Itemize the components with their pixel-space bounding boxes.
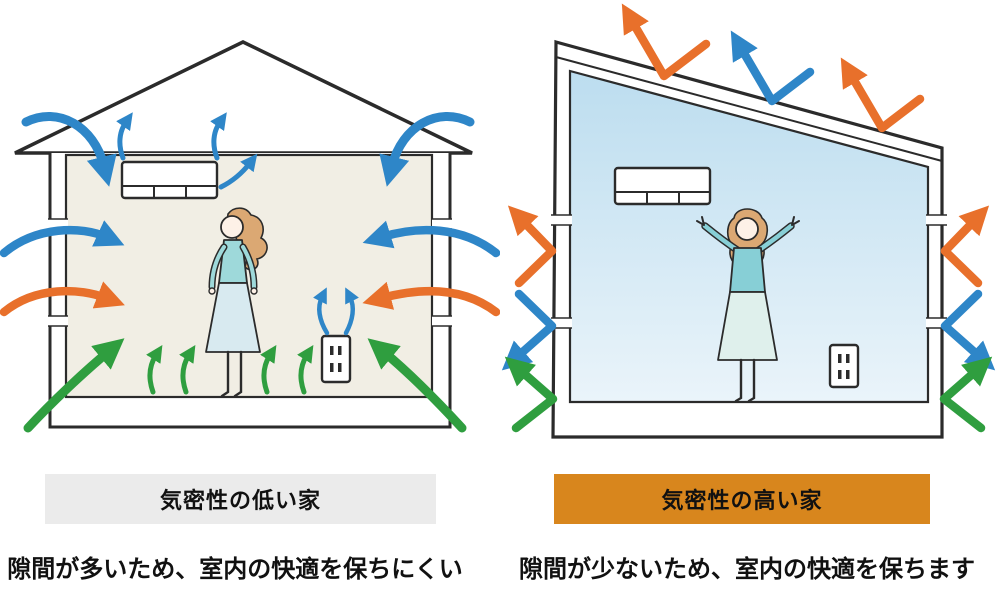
bounce-arrow-green-wall-left: [504, 356, 558, 433]
leak-arrow-blue-ac: [218, 153, 258, 190]
bounce-arrow-blue-roof: [730, 30, 815, 106]
high-airtightness-label: 気密性の高い家: [554, 474, 930, 524]
woman-figure: [205, 207, 268, 398]
leak-arrow-blue-outlet-1: [313, 287, 330, 336]
draft-arrow-orange-wall-left: [0, 281, 125, 317]
draft-arrow-blue-eave-right: [379, 112, 475, 187]
leak-arrow-blue-ceiling-1: [116, 112, 133, 161]
roof-inner-line: [555, 56, 943, 162]
power-outlet: [828, 343, 860, 389]
draft-arrow-blue-wall-left: [0, 220, 125, 258]
bounce-arrow-blue-wall-left: [501, 289, 557, 371]
draft-arrow-blue-eave-left: [21, 112, 117, 187]
bounce-arrow-orange-wall-right: [940, 205, 990, 288]
draft-arrow-green-floor-left: [23, 338, 125, 433]
draft-arrow-orange-wall-right: [362, 281, 500, 317]
high-airtightness-house-illustration: [501, 3, 996, 439]
draft-arrow-blue-wall-right: [362, 220, 500, 258]
air-bounce-arrows: [501, 3, 996, 433]
leak-arrow-green-floor-3: [260, 344, 277, 395]
high-airtightness-caption: 隙間が少ないため、室内の快適を保ちます: [519, 555, 975, 583]
low-airtightness-house-illustration: [0, 40, 500, 433]
power-outlet: [320, 334, 352, 384]
bounce-arrow-blue-wall-right: [940, 289, 996, 371]
leak-arrow-blue-ceiling-2: [210, 112, 227, 161]
low-airtightness-label: 気密性の低い家: [45, 474, 436, 524]
bounce-arrow-orange-wall-left: [507, 205, 557, 288]
woman-figure: [696, 208, 800, 403]
air-leak-arrows: [0, 112, 500, 433]
leak-arrow-green-floor-4: [297, 344, 314, 395]
low-airtightness-caption: 隙間が多いため、室内の快適を保ちにくい: [7, 555, 463, 583]
bounce-arrow-orange-roof-2: [840, 57, 925, 133]
air-conditioner: [613, 166, 712, 206]
draft-arrow-green-floor-right: [367, 338, 467, 433]
leak-arrow-green-floor-1: [146, 344, 163, 395]
leak-arrow-blue-outlet-2: [343, 287, 359, 336]
air-conditioner: [120, 160, 219, 200]
leak-arrow-green-floor-2: [179, 344, 196, 395]
house-high-structure: [551, 39, 947, 439]
bounce-arrow-orange-roof-1: [621, 3, 711, 81]
bounce-arrow-green-wall-right: [939, 356, 993, 433]
